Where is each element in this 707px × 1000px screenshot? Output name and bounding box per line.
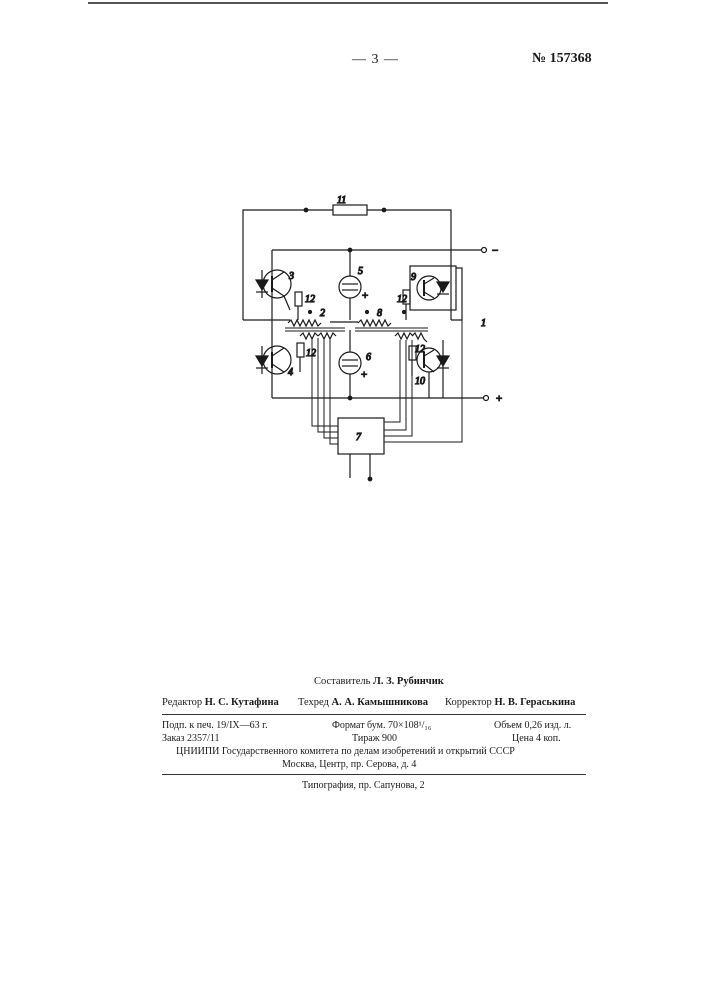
label-8: 8 <box>377 308 382 319</box>
label-12a: 12 <box>305 294 315 305</box>
separator-rule <box>162 714 586 715</box>
label-6: 6 <box>366 352 371 363</box>
separator-rule-2 <box>162 774 586 775</box>
institute: ЦНИИПИ Государственного комитета по дела… <box>176 746 515 757</box>
corrector-credit: Корректор Н. В. Гераськина <box>445 697 575 708</box>
transformer-8 <box>355 311 428 343</box>
resistor-11-loop <box>243 205 451 320</box>
circuit-schematic: 11 3 5 9 12 12 2 8 1 12 12 6 4 10 7 − + … <box>0 0 707 520</box>
signed-date: Подп. к печ. 19/IX—63 г. <box>162 720 268 731</box>
c6-plus: + <box>361 369 367 381</box>
capacitor-6 <box>339 330 361 398</box>
compiler-name: Л. З. Рубинчик <box>373 676 444 687</box>
transistor-3 <box>256 270 302 320</box>
label-12c: 12 <box>306 348 316 359</box>
control-block-7 <box>338 418 384 481</box>
price: Цена 4 коп. <box>512 733 561 744</box>
techred-label: Техред <box>298 697 329 708</box>
volume: Объем 0,26 изд. л. <box>494 720 571 731</box>
label-4: 4 <box>288 367 293 378</box>
compiler-line: Составитель Л. З. Рубинчик <box>314 676 444 687</box>
print-run: Тираж 900 <box>352 733 397 744</box>
positive-rail <box>272 396 489 401</box>
capacitor-5 <box>339 250 361 320</box>
terminal-plus: + <box>496 393 502 405</box>
label-12d: 12 <box>415 344 425 355</box>
label-10: 10 <box>415 376 425 387</box>
address: Москва, Центр, пр. Серова, д. 4 <box>282 759 416 770</box>
terminal-minus: − <box>492 245 498 257</box>
editor-name: Н. С. Кутафина <box>205 697 279 708</box>
c5-plus: + <box>362 290 368 302</box>
transistor-4 <box>256 343 304 374</box>
order-number: Заказ 2357/11 <box>162 733 219 744</box>
transformer-2 <box>285 311 345 340</box>
label-3: 3 <box>288 271 294 282</box>
techred-name: А. А. Камышникова <box>332 697 429 708</box>
control-wiring <box>312 320 462 444</box>
label-9: 9 <box>411 272 416 283</box>
paper-format: Формат бум. 70×108¹/₁₆ <box>332 720 431 731</box>
negative-rail <box>272 248 487 253</box>
label-12b: 12 <box>397 294 407 305</box>
printer: Типография, пр. Сапунова, 2 <box>302 780 425 791</box>
editor-credit: Редактор Н. С. Кутафина <box>162 697 279 708</box>
label-2: 2 <box>320 308 325 319</box>
corrector-label: Корректор <box>445 697 492 708</box>
label-5: 5 <box>358 266 363 277</box>
techred-credit: Техред А. А. Камышникова <box>298 697 428 708</box>
editor-label: Редактор <box>162 697 202 708</box>
corrector-name: Н. В. Гераськина <box>494 697 575 708</box>
compiler-label: Составитель <box>314 676 370 687</box>
label-1: 1 <box>481 318 486 329</box>
label-11: 11 <box>337 195 346 206</box>
